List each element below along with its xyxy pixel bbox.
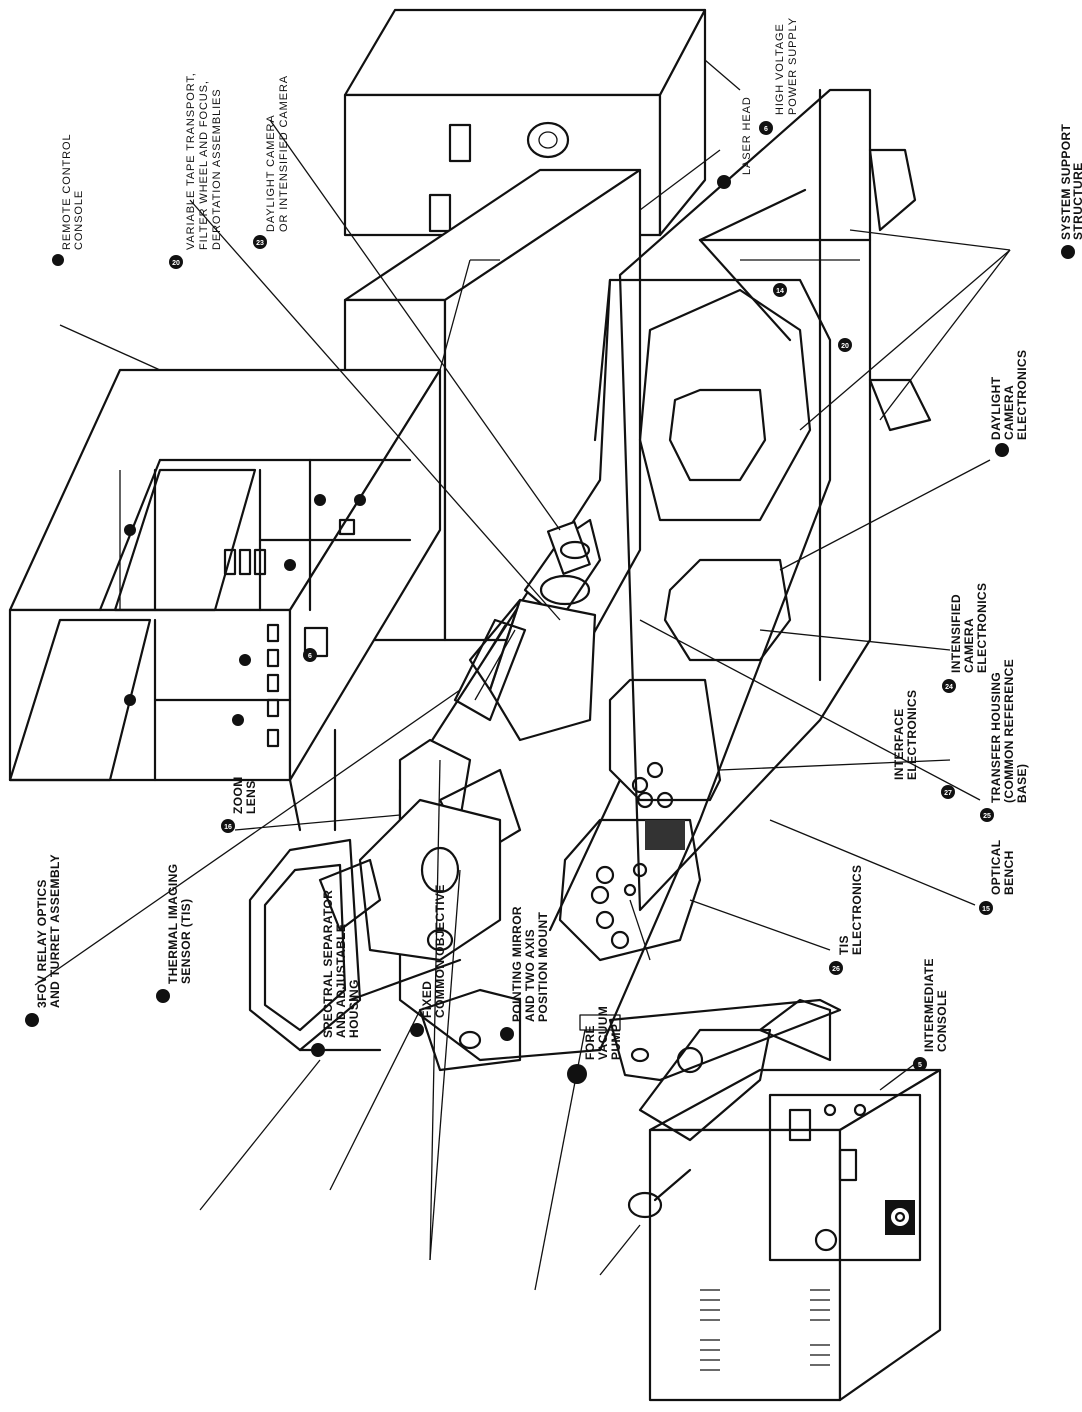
label-remote-console-2: CONSOLE — [73, 190, 85, 250]
label-pm-3: POSITION MOUNT — [536, 911, 550, 1022]
label-tape-1: VARIABLE TAPE TRANSPORT, — [185, 72, 197, 250]
callout-dot-ic — [913, 1057, 927, 1071]
callout-dot-tis — [156, 989, 170, 1003]
callout-dots: 20 23 6 24 27 25 15 26 5 16 14 20 6 — [25, 121, 1075, 1084]
callout-num-th: 25 — [983, 813, 991, 820]
callout-dot-bench-14 — [773, 283, 787, 297]
label-pm-2: AND TWO AXIS — [523, 929, 537, 1022]
label-relay-1: 3FOV RELAY OPTICS — [35, 879, 49, 1008]
label-fvp-2: VACUUM — [596, 1006, 610, 1060]
label-ic-1: INTERMEDIATE — [922, 958, 936, 1052]
intermediate-console — [627, 998, 942, 1402]
label-hv-1: HIGH VOLTAGE — [774, 23, 786, 115]
callout-dot-ie — [941, 785, 955, 799]
label-fvp-1: FORE — [583, 1025, 597, 1060]
callout-num-ic: 5 — [918, 1062, 922, 1069]
callout-num-zoom: 16 — [224, 824, 232, 831]
callout-dot-sss — [1061, 245, 1075, 259]
label-laser-head: LASER HEAD — [741, 96, 753, 175]
leader-lines — [34, 59, 1011, 1291]
callout-num-bench-20: 20 — [841, 343, 849, 350]
callout-dot-fvp — [567, 1064, 587, 1084]
label-sss-2: STRUCTURE — [1071, 162, 1082, 240]
label-tis-e-2: ELECTRONICS — [850, 865, 864, 955]
callout-num-panel-6: 6 — [308, 653, 312, 660]
label-th-2: (COMMON REFERENCE — [1002, 659, 1016, 803]
callout-num-bench-14: 14 — [776, 288, 784, 295]
callout-dot-laser-head — [717, 175, 731, 189]
label-tis-2: SENSOR (TIS) — [179, 899, 193, 984]
label-ic-2: CONSOLE — [935, 990, 949, 1052]
label-daylight-cam-2: OR INTENSIFIED CAMERA — [278, 75, 290, 232]
label-relay-2: AND TURRET ASSEMBLY — [48, 854, 62, 1008]
callout-dot-zoom — [221, 819, 235, 833]
callout-dot-dce — [995, 443, 1009, 457]
callout-dot-pm — [500, 1027, 514, 1041]
label-ie-1: INTERFACE — [892, 708, 906, 780]
label-ice-2: CAMERA — [962, 618, 976, 673]
remote-control-console — [8, 368, 442, 832]
callout-dot-fco — [410, 1023, 424, 1037]
label-th-3: BASE) — [1015, 764, 1029, 803]
label-fvp-3: PUMP — [609, 1024, 623, 1060]
callout-num-daylight-cam: 23 — [256, 240, 264, 247]
label-dce-2: CAMERA — [1002, 385, 1016, 440]
callout-num-ob: 15 — [982, 906, 990, 913]
callout-dot-relay — [25, 1013, 39, 1027]
callout-labels: REMOTE CONTROL CONSOLE VARIABLE TAPE TRA… — [35, 17, 1082, 1060]
label-zoom-1: ZOOM — [231, 776, 245, 814]
callout-dot-spec — [311, 1043, 325, 1057]
label-fco-2: COMMON OBJECTIVE — [433, 884, 447, 1018]
label-tape-3: DEROTATION ASSEMBLIES — [211, 88, 223, 250]
label-spec-3: HOUSING — [347, 979, 361, 1038]
label-th-1: TRANSFER HOUSING — [989, 672, 1003, 803]
label-dce-1: DAYLIGHT — [989, 376, 1003, 440]
label-sss-1: SYSTEM SUPPORT — [1059, 123, 1073, 240]
callout-num-hv: 6 — [764, 126, 768, 133]
label-spec-1: SPECTRAL SEPARATOR — [321, 890, 335, 1038]
callout-dot-remote-console — [52, 254, 64, 266]
callout-dot-ob — [979, 901, 993, 915]
callout-dot-daylight-cam — [253, 235, 267, 249]
label-hv-2: POWER SUPPLY — [787, 17, 799, 115]
label-pm-1: POINTING MIRROR — [510, 906, 524, 1022]
label-tis-e-1: TIS — [837, 935, 851, 955]
label-ob-1: OPTICAL — [989, 840, 1003, 895]
callout-num-ie: 27 — [944, 790, 952, 797]
callout-num-tape: 20 — [172, 260, 180, 267]
callout-dot-tis-e — [829, 961, 843, 975]
callout-dot-panel-6 — [303, 648, 317, 662]
callout-num-ice: 24 — [945, 684, 953, 691]
label-zoom-2: LENS — [244, 780, 258, 814]
label-ice-3: ELECTRONICS — [975, 583, 989, 673]
callout-num-tis-e: 26 — [832, 966, 840, 973]
label-tape-2: FILTER WHEEL AND FOCUS, — [198, 80, 210, 250]
system-support-structure — [618, 88, 932, 912]
label-remote-console-1: REMOTE CONTROL — [61, 134, 73, 251]
optical-bench — [398, 278, 842, 1082]
callout-dot-ice — [942, 679, 956, 693]
callout-dot-hv — [759, 121, 773, 135]
label-ob-2: BENCH — [1002, 850, 1016, 895]
optics-train — [248, 259, 602, 1072]
label-ice-1: INTENSIFIED — [949, 594, 963, 673]
callout-dot-tape — [169, 255, 183, 269]
label-fco-1: FIXED — [420, 981, 434, 1018]
label-ie-2: ELECTRONICS — [905, 690, 919, 780]
callout-dot-bench-20 — [838, 338, 852, 352]
label-dce-3: ELECTRONICS — [1015, 350, 1029, 440]
label-spec-2: AND ADJUSTABLE — [334, 924, 348, 1038]
callout-dot-th — [980, 808, 994, 822]
label-tis-1: THERMAL IMAGING — [166, 864, 180, 984]
label-daylight-cam-1: DAYLIGHT CAMERA — [265, 114, 277, 232]
